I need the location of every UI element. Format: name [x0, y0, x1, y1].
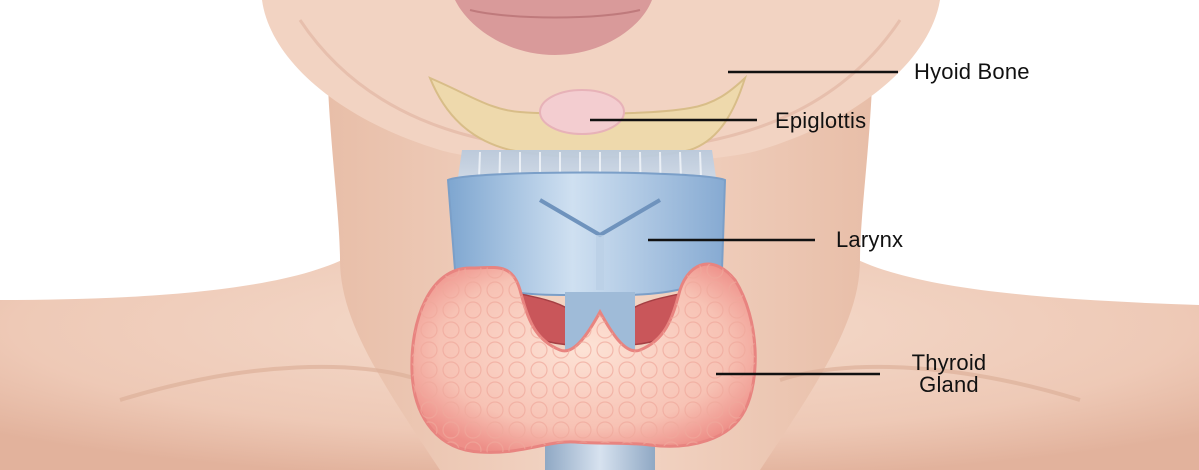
hyoid-bone-label: Hyoid Bone [914, 60, 1030, 84]
thyroid-gland-label-line2: Gland [894, 374, 1004, 396]
epiglottis-label: Epiglottis [775, 109, 866, 133]
thyroid-gland-label: Thyroid Gland [894, 352, 1004, 396]
epiglottis-shape [540, 90, 624, 134]
thyroid-gland-label-line1: Thyroid [894, 352, 1004, 374]
larynx-label: Larynx [836, 228, 903, 252]
